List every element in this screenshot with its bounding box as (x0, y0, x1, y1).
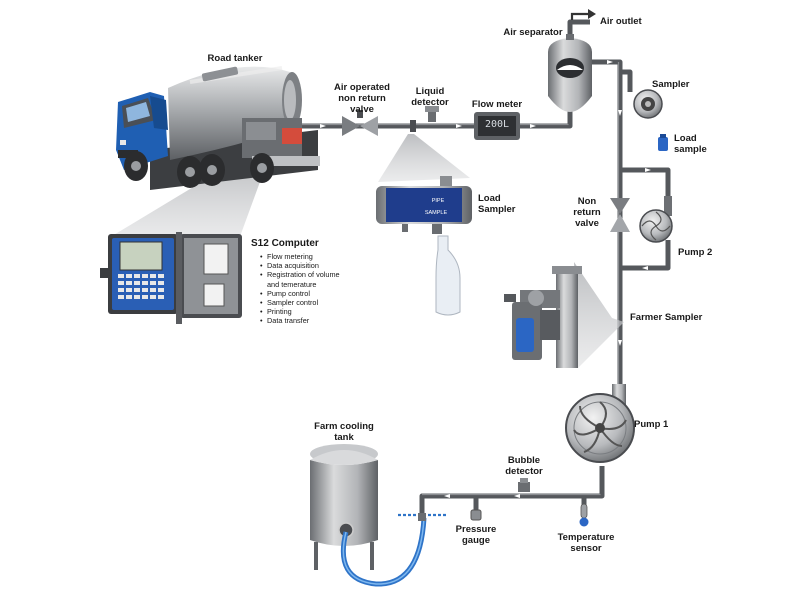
pressure-gauge-label: Pressure gauge (455, 524, 497, 546)
s12-feature-item: Printing (260, 307, 340, 316)
s12-feature-item: Flow metering (260, 252, 340, 261)
non-return-valve (610, 198, 630, 232)
pipe-separator-to-pump2 (590, 59, 623, 268)
flow-meter-label: Flow meter (471, 99, 523, 110)
s12-screen (119, 241, 163, 271)
non-return-valve-label: Non return valve (573, 196, 601, 229)
pump-1 (565, 384, 635, 463)
air-operated-valve (342, 110, 378, 136)
load-sampler-callout-beam (378, 134, 470, 182)
bubble-detector (518, 478, 530, 492)
pipe-pump1-outlet (419, 466, 605, 516)
air-outlet-arrow (570, 9, 596, 20)
load-sampler (376, 176, 472, 316)
s12-feature-item: Data transfer (260, 316, 340, 325)
pipe-sampler-branch (620, 69, 633, 92)
farm-cooling-tank-label: Farm cooling tank (314, 421, 374, 443)
tanker-rear-unit (242, 118, 320, 166)
s12-feature-item: Sampler control (260, 298, 340, 307)
flow-meter (474, 112, 520, 140)
pressure-gauge (470, 509, 482, 521)
pipe-network (298, 19, 671, 516)
farmer-sampler-callout-beam (574, 262, 624, 368)
sampler (633, 89, 668, 151)
load-sampler-pipe-text: PIPE (431, 198, 445, 204)
s12-feature-item: Registration of volume and temerature (260, 270, 340, 288)
load-sampler-label: Load Sampler (478, 193, 516, 215)
s12-computer (100, 232, 242, 324)
pump-2 (639, 196, 673, 243)
s12-feature-item: Data acquisition (260, 261, 340, 270)
pipe-tanker-to-separator (298, 108, 573, 129)
air-separator-label: Air separator (503, 27, 563, 38)
flow-meter-display: 200L (484, 119, 510, 130)
air-outlet-label: Air outlet (600, 16, 642, 27)
sampler-label: Sampler (652, 79, 690, 90)
tanker-cab (116, 92, 168, 170)
pipe-pump2-bypass (620, 167, 671, 214)
load-sample-label: Load sample (674, 133, 707, 155)
bubble-detector-label: Bubble detector (505, 455, 543, 477)
s12-computer-label: S12 Computer (251, 238, 319, 249)
s12-keypad (118, 274, 164, 299)
load-sample-bottle (658, 137, 668, 151)
liquid-detector (410, 106, 439, 132)
farmer-sampler (504, 266, 582, 368)
hose-coupling (418, 513, 426, 521)
pump1-label: Pump 1 (634, 419, 669, 430)
pump2-label: Pump 2 (678, 247, 713, 258)
flow-arrows (320, 60, 651, 498)
road-tanker (116, 66, 320, 190)
air-separator (548, 34, 592, 112)
temperature-sensor (579, 503, 589, 527)
s12-feature-list: Flow metering Data acquisition Registrat… (259, 252, 340, 326)
farm-cooling-tank (310, 444, 378, 570)
pipe-pump2-return (620, 240, 671, 271)
s12-printer (203, 243, 229, 275)
temperature-sensor-label: Temperature sensor (557, 532, 615, 554)
load-sampler-sample-text: SAMPLE (424, 210, 448, 216)
farmer-sampler-label: Farmer Sampler (630, 312, 703, 323)
liquid-detector-label: Liquid detector (411, 86, 449, 108)
load-sampler-bottle (435, 235, 461, 316)
farmer-sample-bottle (516, 318, 534, 352)
road-tanker-label: Road tanker (207, 53, 263, 64)
s12-feature-item: Pump control (260, 289, 340, 298)
air-operated-valve-label: Air operated non return valve (334, 82, 390, 115)
